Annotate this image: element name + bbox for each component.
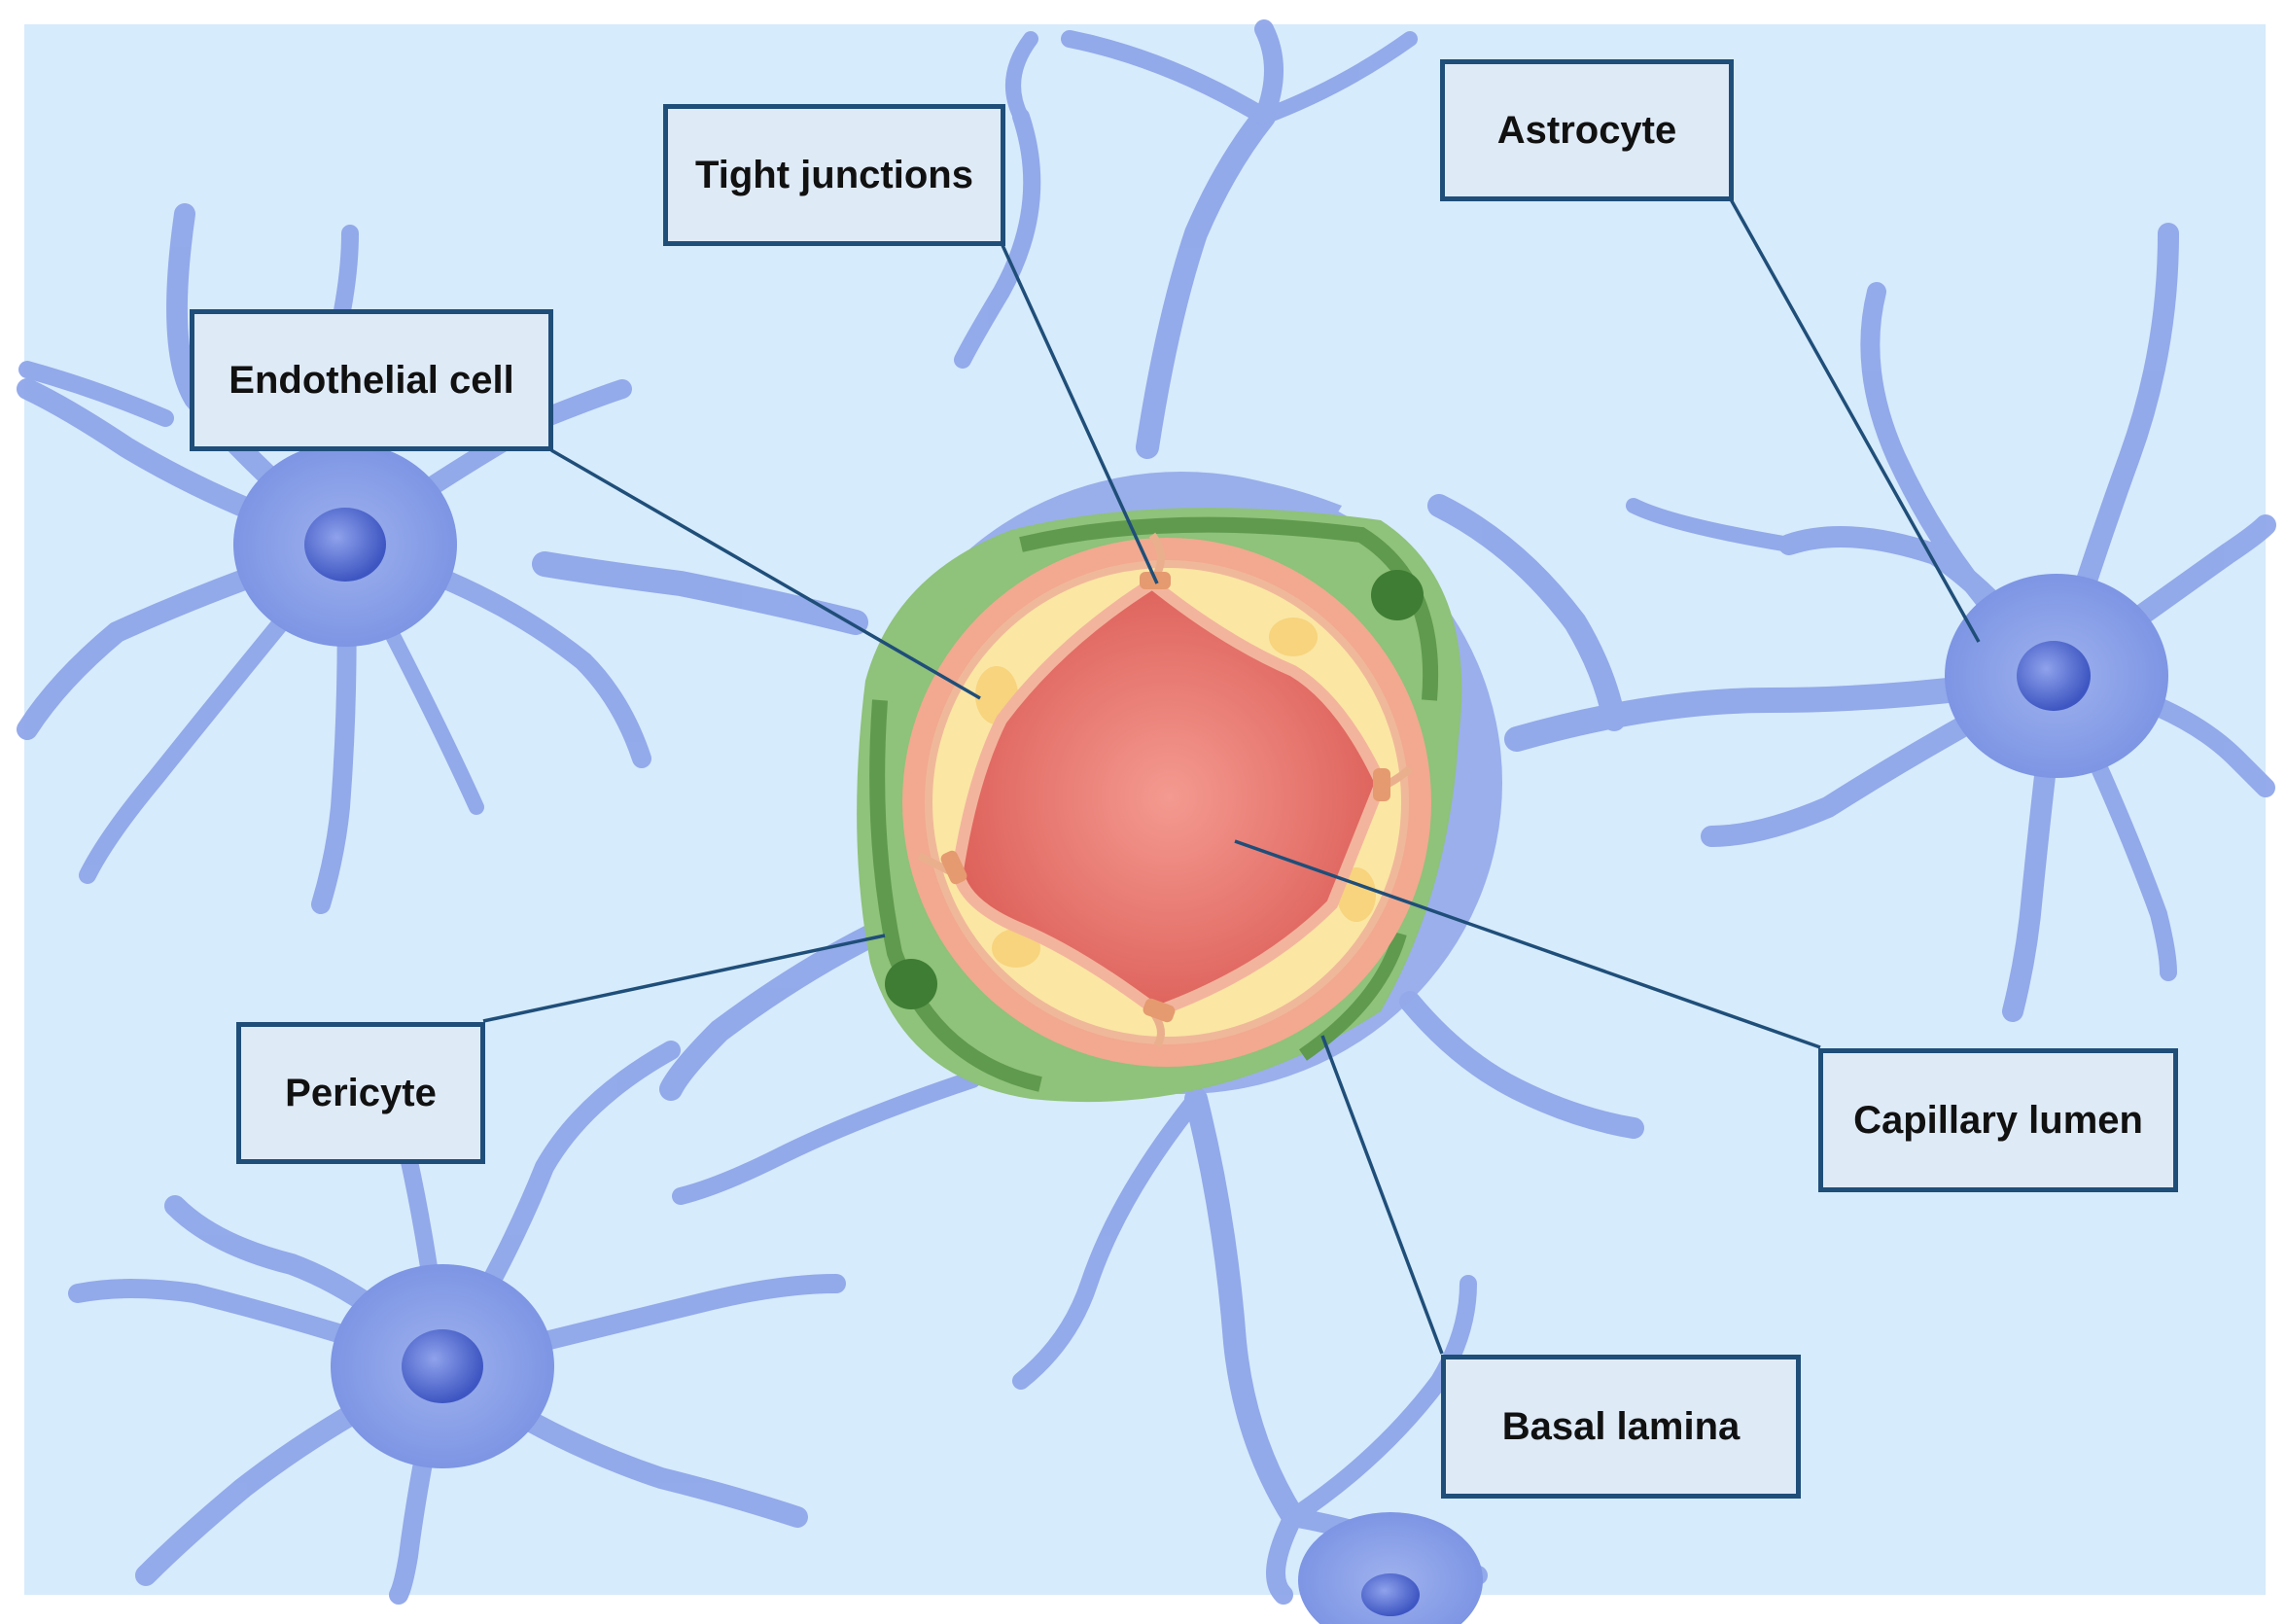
astrocyte-soma-bottom [1298,1512,1483,1624]
leader-astrocyte [1729,198,1981,643]
capillary-cross-section [857,508,1462,1103]
leader-basal-lamina [1320,1035,1444,1355]
leader-lines [482,198,1981,1355]
label-capillary-lumen: Capillary lumen [1818,1048,2178,1192]
label-astrocyte: Astrocyte [1440,59,1734,201]
leader-tight-junctions [1000,242,1159,584]
leader-capillary-lumen [1234,839,1821,1049]
astrocyte-somas [233,442,2168,1624]
label-tight-junctions: Tight junctions [663,104,1005,246]
astrocyte-nuclei [304,508,2091,1616]
pericyte-nucleus-top-right [1371,570,1424,620]
pericyte-nucleus-bottom-left [885,959,937,1009]
label-endothelial-cell: Endothelial cell [190,309,553,451]
leader-endothelial-cell [550,448,981,700]
label-pericyte: Pericyte [236,1022,485,1164]
label-basal-lamina: Basal lamina [1441,1355,1801,1499]
leader-pericyte [482,934,886,1023]
